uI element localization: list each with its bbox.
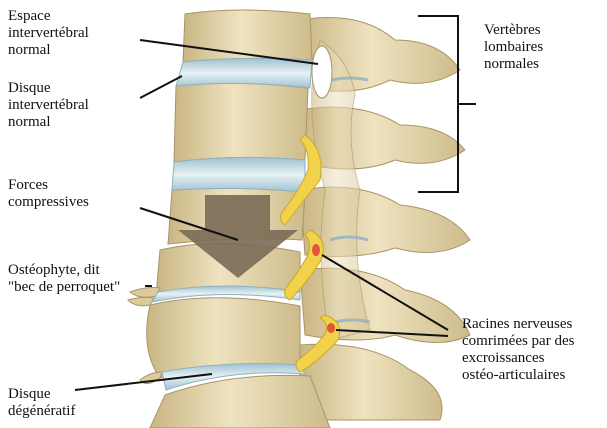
label-normal-intervertebral-disc: Disque intervertébral normal: [8, 80, 89, 131]
label-compressed-nerve-roots: Racines nerveuses comrimées par des excr…: [462, 316, 574, 384]
label-normal-intervertebral-space: Espace intervertébral normal: [8, 8, 89, 59]
vertebra-l2: [174, 83, 308, 162]
vertebrae-bracket: [418, 16, 476, 192]
disc-normal-1: [176, 58, 312, 88]
label-compressive-forces: Forces compressives: [8, 177, 89, 211]
disc-normal-2: [172, 157, 305, 192]
label-osteophyte: Ostéophyte, dit "bec de perroquet": [8, 262, 120, 296]
intervertebral-foramen: [312, 46, 332, 98]
label-normal-lumbar-vertebrae: Vertèbres lombaires normales: [484, 22, 543, 73]
label-degenerative-disc: Disque dégénératif: [8, 386, 75, 420]
